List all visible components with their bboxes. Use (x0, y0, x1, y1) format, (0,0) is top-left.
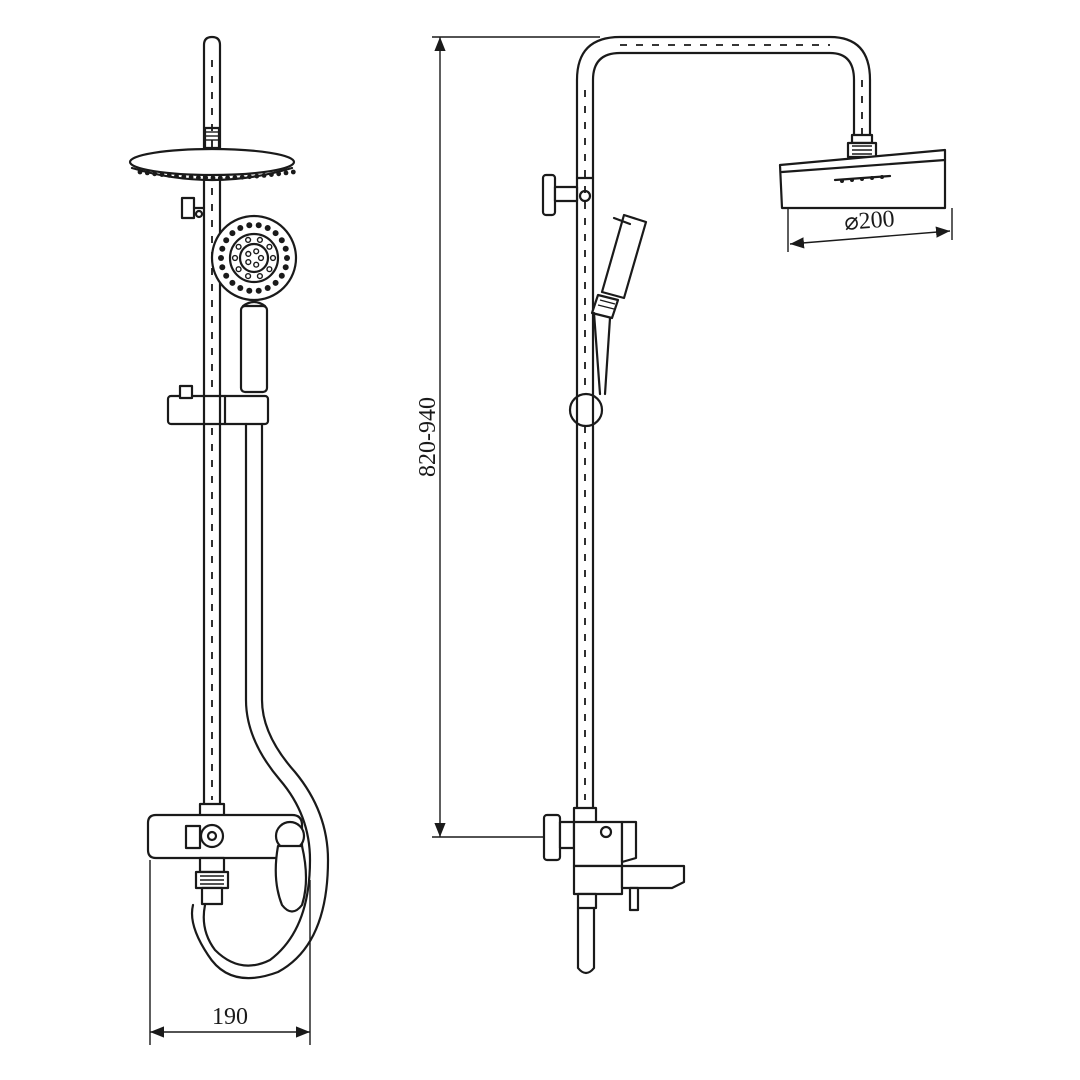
side-hand-shower (590, 213, 648, 396)
rain-head-nozzle (261, 173, 267, 178)
rain-head-nozzle (137, 169, 143, 175)
head-diameter-label: ⌀200 (843, 206, 895, 236)
front-hand-shower-nozzles (218, 222, 290, 294)
rain-head-nozzle (276, 171, 282, 177)
hand-shower-nozzle (278, 237, 285, 244)
width-dimension-label: 190 (212, 1004, 248, 1030)
rain-head-nozzle (217, 175, 223, 181)
side-slide-holder (568, 392, 604, 428)
rain-head-nozzle (159, 172, 165, 178)
hand-shower-nozzle (278, 272, 285, 279)
rain-head-nozzle (174, 173, 179, 179)
front-rain-head-nozzles (137, 169, 296, 181)
hand-shower-nozzle (264, 225, 271, 231)
hand-shower-nozzle (237, 285, 244, 291)
hand-shower-nozzle (231, 254, 239, 262)
front-slide-holder (166, 384, 270, 426)
hand-shower-nozzle (253, 248, 260, 255)
side-diverter-knob (541, 173, 595, 217)
hand-shower-nozzle (266, 243, 273, 250)
rain-head-nozzle (225, 175, 231, 181)
width-dimension: 190 (149, 860, 311, 1045)
hand-shower-nozzle (245, 250, 252, 258)
hand-shower-nozzle (218, 255, 224, 261)
front-view: 190 (128, 35, 330, 1045)
hand-shower-nozzle (255, 287, 262, 294)
front-mixer-valve (146, 802, 308, 913)
rain-head-nozzle (181, 174, 187, 180)
hand-shower-nozzle (245, 236, 252, 244)
hand-shower-nozzle (256, 273, 264, 280)
hand-shower-nozzle (229, 279, 236, 286)
front-shower-hose (190, 422, 330, 980)
hand-shower-nozzle (219, 264, 226, 271)
rain-head-nozzle (144, 170, 150, 176)
rain-head-nozzle (290, 169, 296, 175)
front-diverter-knob (180, 196, 206, 220)
hand-shower-nozzle (257, 254, 265, 262)
hand-shower-nozzle (223, 237, 230, 244)
hand-shower-nozzle (246, 222, 253, 229)
hand-shower-nozzle (235, 266, 242, 273)
rain-head-nozzle (247, 174, 252, 180)
rain-head-nozzle (239, 174, 245, 180)
hand-shower-nozzle (256, 236, 264, 244)
head-diameter-dimension: ⌀200 (787, 206, 953, 252)
rain-head-nozzle (269, 172, 274, 178)
side-mixer-valve (542, 806, 686, 975)
hand-shower-nozzle (272, 230, 279, 237)
rain-head-nozzle (188, 174, 194, 180)
hand-shower-nozzle (237, 225, 244, 231)
rain-head-nozzle (210, 175, 216, 181)
hand-shower-nozzle (245, 273, 252, 280)
hand-shower-nozzle (245, 259, 252, 266)
height-dimension-label: 820-940 (415, 397, 441, 477)
side-head-connector (846, 133, 878, 159)
rain-head-nozzle (232, 175, 238, 181)
hand-shower-nozzle (255, 222, 262, 229)
hand-shower-nozzle (269, 254, 277, 262)
hand-shower-nozzle (219, 245, 226, 252)
height-dimension: 820-940 (415, 36, 600, 838)
rain-head-nozzle (152, 171, 158, 177)
hand-shower-nozzle (282, 264, 289, 271)
front-rain-shower-head (128, 126, 296, 182)
hand-shower-nozzle (282, 245, 289, 252)
hand-shower-nozzle (229, 230, 236, 237)
hand-shower-nozzle (246, 287, 253, 294)
rain-head-nozzle (196, 175, 201, 181)
rain-head-nozzle (283, 170, 289, 176)
hand-shower-nozzle (264, 285, 271, 291)
side-rain-shower-head (778, 148, 947, 210)
hand-shower-nozzle (253, 261, 260, 268)
rain-head-nozzle (254, 173, 260, 179)
rain-head-nozzle (166, 173, 172, 178)
rain-head-nozzle (203, 175, 209, 181)
hand-shower-nozzle (223, 272, 230, 279)
hand-shower-nozzle (266, 266, 273, 273)
side-riser-pipe (575, 35, 872, 810)
hand-shower-nozzle (272, 279, 279, 286)
side-view: 820-940 (415, 35, 953, 975)
front-riser-rail (202, 35, 222, 810)
hand-shower-nozzle (235, 243, 242, 250)
hand-shower-nozzle (284, 255, 290, 261)
front-hand-shower (210, 214, 298, 394)
